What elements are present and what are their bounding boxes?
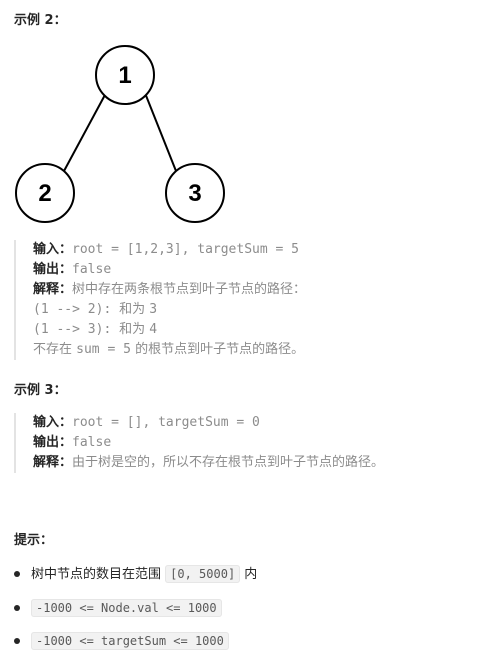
- explain-text: 由于树是空的，所以不存在根节点到叶子节点的路径。: [72, 455, 385, 470]
- binary-tree-diagram: 1 2 3: [15, 45, 225, 223]
- output-label: 输出：: [33, 435, 73, 450]
- output-value: false: [72, 435, 112, 450]
- conclusion-post: 的根节点到叶子节点的路径。: [130, 342, 305, 357]
- tree-node-right-label: 3: [188, 180, 201, 207]
- output-value: false: [72, 262, 112, 277]
- tips-title: 提示：: [14, 533, 54, 548]
- input-label: 输入：: [33, 415, 73, 430]
- input-value: root = [], targetSum = 0: [72, 415, 260, 430]
- path-2-text: 和为: [119, 322, 150, 337]
- bullet-icon: [14, 638, 20, 644]
- conclusion-pre: 不存在: [33, 342, 77, 357]
- example-3-block: 输入：root = [], targetSum = 0 输出：false 解释：…: [14, 413, 384, 473]
- example-2-path-2: (1 --> 3): 和为 4: [33, 320, 306, 340]
- example-2-explain-line: 解释：树中存在两条根节点到叶子节点的路径：: [33, 280, 306, 300]
- tree-node-left-label: 2: [38, 180, 51, 207]
- example-2-title: 示例 2：: [14, 13, 67, 28]
- output-label: 输出：: [33, 262, 73, 277]
- explain-label: 解释：: [33, 455, 73, 470]
- example-3-title: 示例 3：: [14, 383, 67, 398]
- path-1-code: (1 --> 2):: [33, 302, 120, 317]
- input-value: root = [1,2,3], targetSum = 5: [72, 242, 299, 257]
- example-2-block: 输入：root = [1,2,3], targetSum = 5 输出：fals…: [14, 240, 306, 360]
- tree-node-right: [165, 163, 225, 223]
- explain-label: 解释：: [33, 282, 73, 297]
- tree-node-root-label: 1: [118, 62, 131, 89]
- example-2-input-line: 输入：root = [1,2,3], targetSum = 5: [33, 240, 306, 260]
- path-1-text: 和为: [119, 302, 150, 317]
- explain-text: 树中存在两条根节点到叶子节点的路径：: [72, 282, 307, 297]
- path-2-code: (1 --> 3):: [33, 322, 120, 337]
- edge-root-right: [144, 92, 177, 172]
- tip-1-post: 内: [240, 567, 258, 582]
- example-2-conclusion: 不存在 sum = 5 的根节点到叶子节点的路径。: [33, 340, 306, 360]
- path-2-sum: 4: [149, 322, 158, 337]
- example-3-input-line: 输入：root = [], targetSum = 0: [33, 413, 384, 433]
- conclusion-code: sum = 5: [76, 342, 131, 357]
- tip-2-code: -1000 <= Node.val <= 1000: [31, 599, 222, 617]
- bullet-icon: [14, 571, 20, 577]
- tree-node-left: [15, 163, 75, 223]
- tip-1-pre: 树中节点的数目在范围: [31, 567, 166, 582]
- bullet-icon: [14, 605, 20, 611]
- example-3-output-line: 输出：false: [33, 433, 384, 453]
- tip-1-code: [0, 5000]: [165, 565, 241, 583]
- path-1-sum: 3: [149, 302, 158, 317]
- example-3-explain-line: 解释：由于树是空的，所以不存在根节点到叶子节点的路径。: [33, 453, 384, 473]
- example-2-output-line: 输出：false: [33, 260, 306, 280]
- tip-3-code: -1000 <= targetSum <= 1000: [31, 632, 229, 650]
- edge-root-left: [63, 92, 107, 172]
- example-2-path-1: (1 --> 2): 和为 3: [33, 300, 306, 320]
- input-label: 输入：: [33, 242, 73, 257]
- tree-node-root: [95, 45, 155, 105]
